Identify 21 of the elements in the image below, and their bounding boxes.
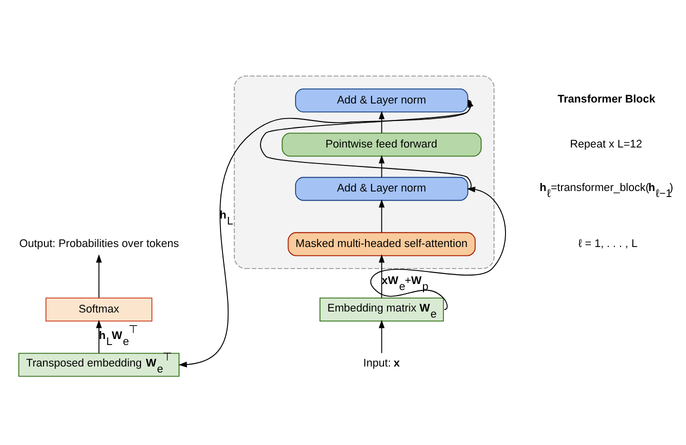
node-text: Input: x (363, 358, 400, 370)
arrow (378, 254, 385, 298)
cluster (234, 76, 495, 270)
arrow (370, 186, 506, 310)
arrow (378, 110, 385, 134)
node-box: Softmax (46, 298, 152, 322)
arrow (96, 320, 102, 354)
label: Transformer Block (558, 93, 656, 106)
node-box: Add & Layer norm (295, 176, 468, 201)
label: Repeat x L=12 (570, 138, 642, 151)
arrow (178, 100, 472, 368)
arrow (378, 199, 385, 233)
label: ℓ = 1, . . . , L (578, 238, 638, 250)
node-box: Masked multi-headed self-attention (288, 232, 476, 256)
node-text: Output: Probabilities over tokens (19, 238, 179, 250)
node-box: Add & Layer norm (295, 88, 468, 112)
node-box: Pointwise feed forward (282, 132, 482, 157)
arrow (378, 155, 385, 178)
arrow (378, 320, 385, 354)
arrow (260, 99, 474, 190)
arrow (96, 254, 102, 298)
